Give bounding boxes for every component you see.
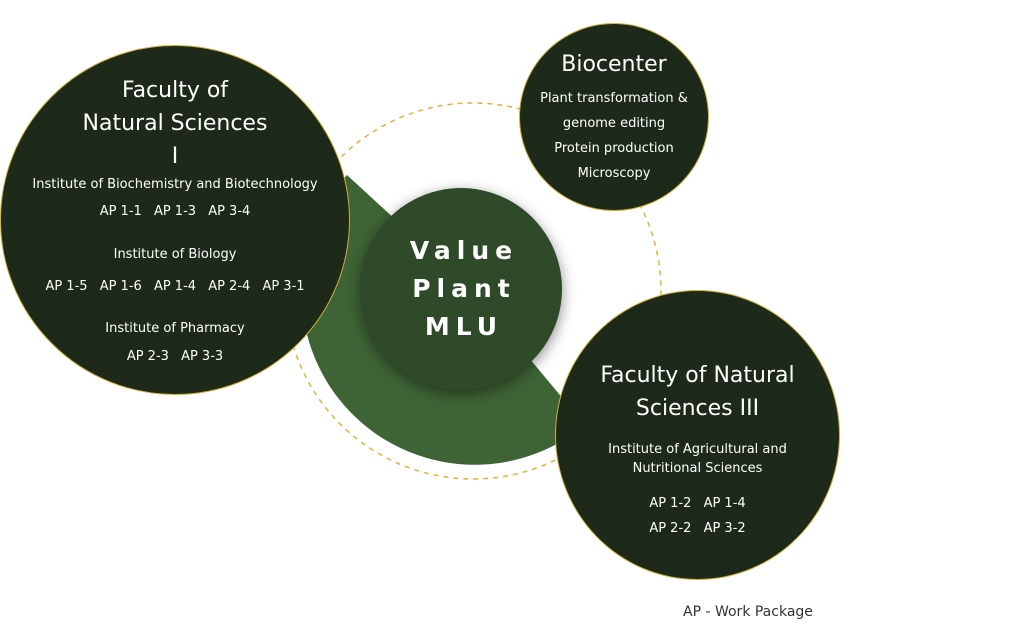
institute-agricultural: Institute of Agricultural and Nutritiona… (608, 440, 787, 478)
institute-biology: Institute of Biology (113, 247, 237, 262)
agricultural-codes-row-2: AP 2-2 AP 3-2 (645, 519, 749, 539)
biochemistry-codes: AP 1-1 AP 1-3 AP 3-4 (96, 202, 255, 222)
faculty-natural-sciences-3-circle: Faculty of Natural Sciences III Institut… (555, 290, 840, 580)
biocenter-title: Biocenter (561, 52, 667, 77)
value-plant-mlu-hub: Value Plant MLU (360, 188, 562, 390)
work-package-code: AP 3-3 (181, 349, 224, 364)
work-package-code: AP 2-4 (208, 279, 251, 294)
biology-codes: AP 1-5 AP 1-6 AP 1-4 AP 2-4 AP 3-1 (41, 277, 308, 297)
work-package-code: AP 3-2 (703, 521, 746, 536)
faculty-natural-sciences-1-circle: Faculty of Natural Sciences I Institute … (0, 45, 350, 395)
hub-line-1: Value (409, 236, 519, 265)
work-package-code: AP 1-5 (45, 279, 88, 294)
work-package-code: AP 1-4 (703, 496, 746, 511)
agricultural-codes-row-1: AP 1-2 AP 1-4 (645, 494, 749, 514)
pharmacy-codes: AP 2-3 AP 3-3 (123, 347, 227, 367)
legend-note: AP - Work Package (683, 604, 813, 620)
biocenter-item: Protein production (554, 141, 674, 156)
institute-agricultural-line-1: Institute of Agricultural and (608, 442, 787, 457)
work-package-code: AP 2-3 (126, 349, 169, 364)
work-package-code: AP 1-2 (649, 496, 692, 511)
biocenter-circle: Biocenter Plant transformation & genome … (519, 23, 709, 211)
work-package-code: AP 1-4 (153, 279, 197, 294)
work-package-code: AP 1-1 (99, 204, 142, 219)
faculty-3-title-line-2: Sciences III (635, 396, 760, 421)
hub-line-3: MLU (424, 312, 504, 341)
work-package-code: AP 1-3 (153, 204, 197, 219)
faculty-3-title-line-1: Faculty of Natural (600, 363, 795, 388)
work-package-code: AP 1-6 (99, 279, 142, 294)
hub-line-2: Plant (412, 274, 516, 303)
institute-pharmacy: Institute of Pharmacy (105, 321, 245, 336)
biocenter-item: genome editing (562, 116, 666, 131)
institute-biochemistry: Institute of Biochemistry and Biotechnol… (32, 177, 318, 192)
faculty-1-title-line-2: Natural Sciences (82, 111, 268, 136)
work-package-code: AP 3-4 (208, 204, 251, 219)
work-package-code: AP 3-1 (262, 279, 305, 294)
work-package-code: AP 2-2 (649, 521, 692, 536)
institute-agricultural-line-2: Nutritional Sciences (632, 461, 763, 476)
faculty-1-title-line-3: I (171, 144, 179, 169)
biocenter-item: Microscopy (577, 166, 651, 181)
faculty-1-title-line-1: Faculty of (121, 78, 229, 103)
biocenter-items: Plant transformation & genome editing Pr… (540, 86, 688, 186)
biocenter-item: Plant transformation & (540, 91, 688, 106)
